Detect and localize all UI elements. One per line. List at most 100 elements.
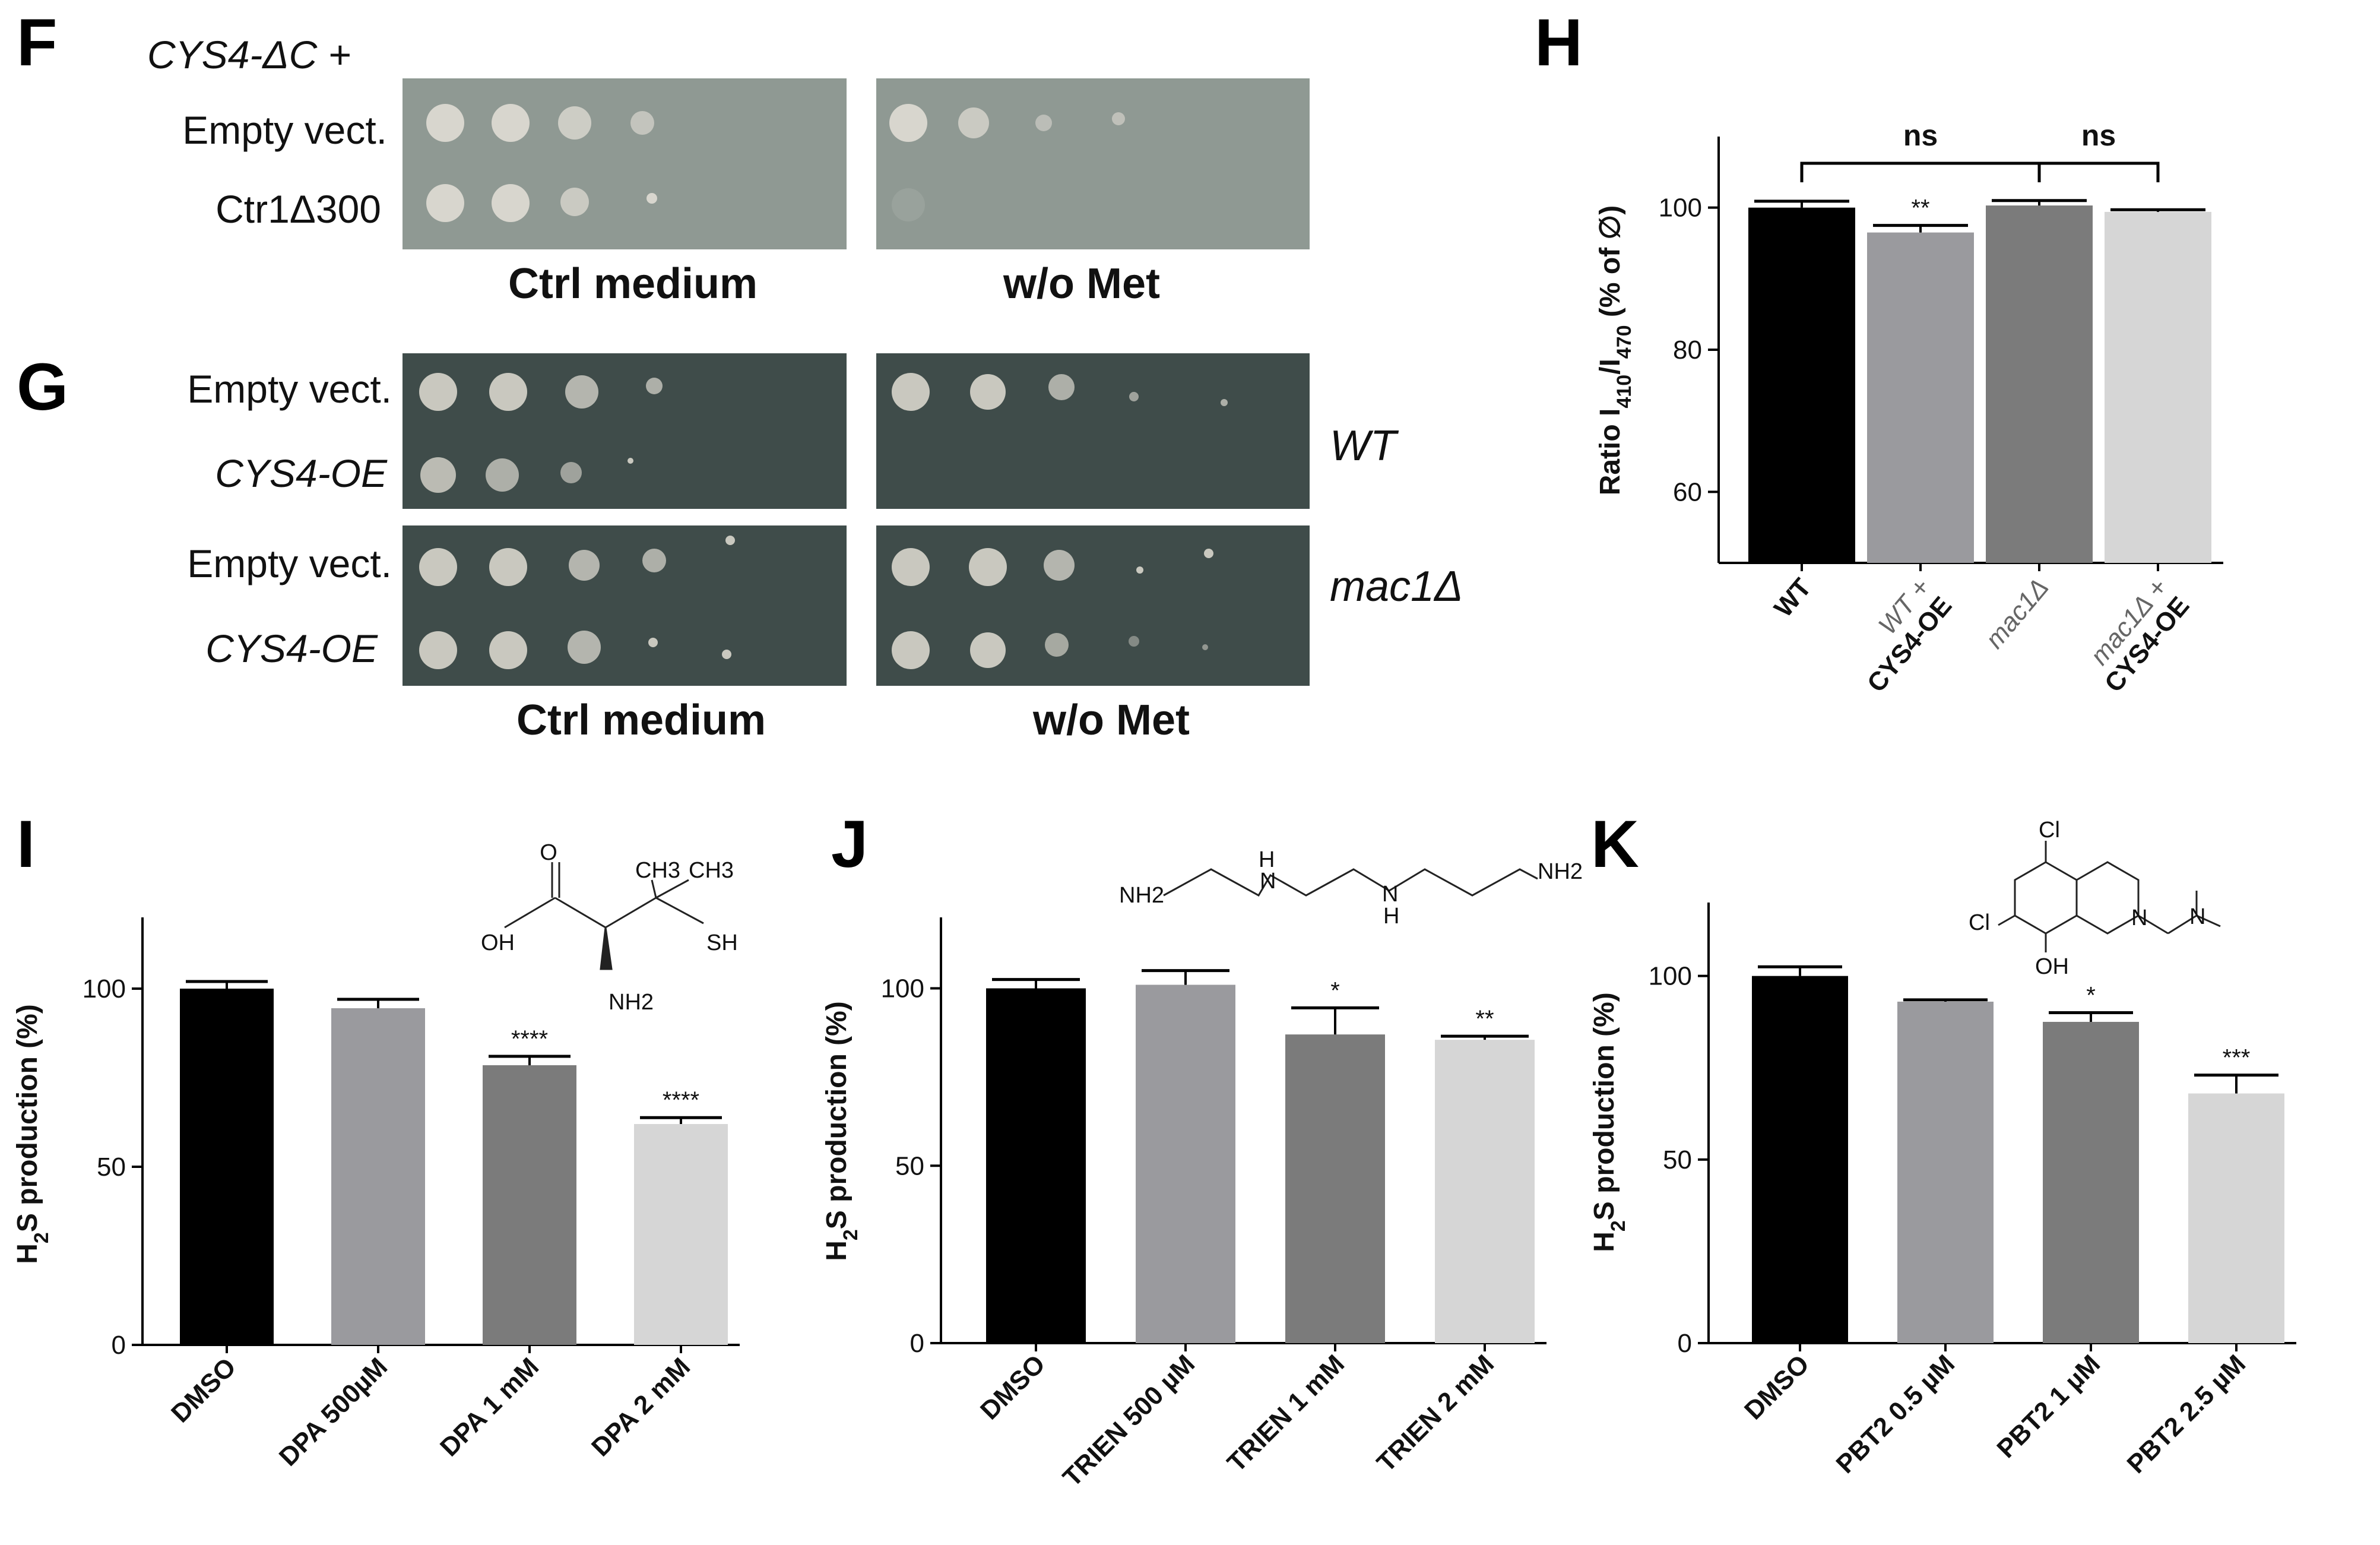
atom-h: H <box>1383 904 1399 929</box>
plate-g-mac1-womet <box>876 525 1310 686</box>
bar <box>180 989 274 1345</box>
y-axis-label: H2S production (%) <box>12 1004 53 1264</box>
bar <box>986 988 1086 1343</box>
colony-spot <box>646 378 663 394</box>
colony-spot <box>722 650 731 659</box>
colony-spot <box>1136 566 1143 574</box>
ns-label: ns <box>2081 119 2116 152</box>
bar <box>2188 1093 2284 1343</box>
colony-spot <box>1129 636 1139 647</box>
bar <box>483 1065 576 1345</box>
panel-g-strain-wt: WT <box>1330 422 1399 470</box>
x-tick-label: TRIEN 1 mM <box>1222 1349 1350 1477</box>
colony-spot <box>492 104 530 142</box>
colony-spot <box>1129 392 1139 401</box>
atom-n: N <box>2189 904 2205 929</box>
panel-letter-k: K <box>1591 807 1639 881</box>
y-tick-label: 60 <box>1673 477 1702 506</box>
y-axis-label: H2S production (%) <box>821 1001 862 1261</box>
plate-f-womet <box>876 78 1310 249</box>
bond-line <box>605 897 657 929</box>
x-tick-label: DMSO <box>1739 1349 1815 1425</box>
atom-label-ch3-1: CH3 <box>635 858 680 883</box>
bar <box>1867 232 1974 563</box>
colony-spot <box>489 548 527 586</box>
structure-penicillamine <box>504 862 704 970</box>
y-axis-label: H2S production (%) <box>1589 992 1630 1252</box>
bond-line <box>651 879 657 898</box>
atom-label-nh2-right: NH2 <box>1538 859 1583 884</box>
x-tick-label: WT <box>1769 573 1817 623</box>
colony-spot <box>642 549 666 572</box>
y-tick-label: 100 <box>1649 962 1692 991</box>
bond-line <box>554 897 606 929</box>
colony-spot <box>1112 112 1125 125</box>
colony-spot <box>648 638 658 647</box>
colony-spot <box>560 462 582 483</box>
colony-spot <box>560 188 589 216</box>
colony-spot <box>889 104 927 142</box>
x-tick-label: DMSO <box>166 1352 242 1428</box>
panel-g-row-label-3: Empty vect. <box>187 542 392 585</box>
bond-line <box>2138 914 2169 935</box>
colony-spot <box>569 550 600 581</box>
significance-bracket <box>2037 162 2160 182</box>
colony-spot <box>565 375 598 409</box>
panel-f-header: CYS4-ΔC + <box>147 33 351 77</box>
wedge-bond <box>600 927 613 970</box>
plate-f-womet-colonies <box>889 104 1125 221</box>
x-tick-label: PBT2 1 µM <box>1991 1349 2106 1464</box>
panel-f-row-label-1: Empty vect. <box>182 108 387 152</box>
colony-spot <box>489 373 527 411</box>
y-tick-label: 100 <box>881 974 924 1003</box>
atom-label-ch3-2: CH3 <box>689 858 734 883</box>
y-tick-label: 50 <box>97 1153 126 1182</box>
panel-g-row-label-4: CYS4-OE <box>205 626 378 670</box>
significance-bracket <box>1800 162 2041 182</box>
panel-f-condition-ctrl: Ctrl medium <box>508 260 758 308</box>
plate-g-mac1-ctrl <box>403 525 847 686</box>
y-tick-label: 0 <box>910 1329 924 1358</box>
bar <box>1752 976 1848 1343</box>
y-tick-label: 50 <box>895 1151 924 1180</box>
atom-n: N <box>1382 882 1398 907</box>
x-tick-label: DPA 1 mM <box>435 1352 544 1462</box>
colony-spot <box>970 374 1006 410</box>
panel-letter-g: G <box>17 350 68 424</box>
x-tick-label: mac1Δ +CYS4-OE <box>2077 573 2195 698</box>
structure-pbt2 <box>1998 841 2221 952</box>
bar <box>2043 1021 2139 1343</box>
panel-f-condition-womet: w/o Met <box>1003 260 1160 308</box>
panel-g: G Empty vect. CYS4-OE Empty vect. CYS4-O… <box>17 350 1463 744</box>
colony-spot <box>630 111 654 135</box>
colony-spot <box>1035 115 1052 131</box>
bar <box>1136 984 1235 1343</box>
plate-g-colonies <box>419 373 1228 669</box>
x-tick-label: DMSO <box>975 1349 1051 1425</box>
colony-spot <box>725 536 735 545</box>
y-tick-label: 100 <box>1659 194 1702 223</box>
atom-label-nh2: NH2 <box>609 990 654 1015</box>
colony-spot <box>426 184 464 222</box>
significance-marker: * <box>1330 977 1340 1003</box>
x-tick-label: TRIEN 2 mM <box>1371 1349 1500 1477</box>
colony-spot <box>419 631 457 669</box>
atom-label-nh2-left: NH2 <box>1119 883 1164 908</box>
atom-label-cl-left: Cl <box>1969 910 1990 935</box>
significance-marker: **** <box>663 1087 699 1113</box>
atom-n: N <box>2131 906 2147 930</box>
bar <box>1748 207 1855 563</box>
x-tick-label: PBT2 0.5 µM <box>1831 1349 1961 1479</box>
colony-spot <box>1204 549 1213 558</box>
bond-line <box>504 897 556 929</box>
atom-label-oh: OH <box>481 930 515 955</box>
colony-spot <box>647 193 657 204</box>
panel-f-row-label-2: Ctr1Δ300 <box>216 187 381 231</box>
panel-g-condition-ctrl: Ctrl medium <box>516 696 766 744</box>
bar <box>2105 211 2211 563</box>
panel-g-condition-womet: w/o Met <box>1032 696 1190 744</box>
colony-spot <box>1045 633 1069 657</box>
